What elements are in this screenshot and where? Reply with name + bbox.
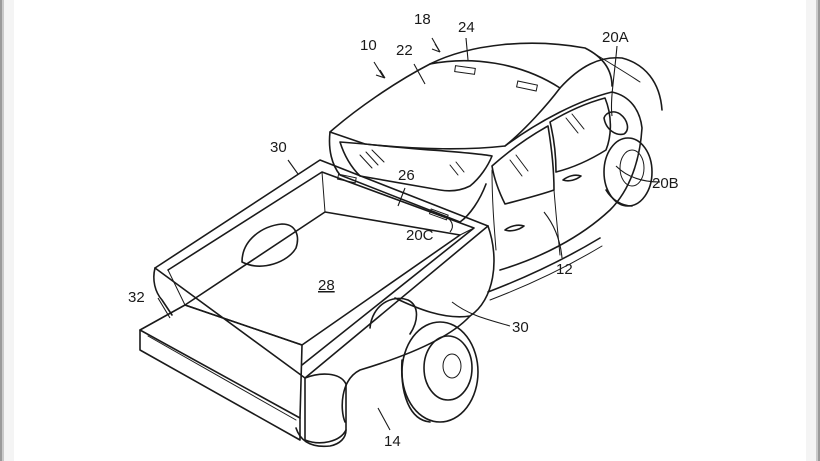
cargo-bed: [139, 159, 495, 448]
front-door-handle: [562, 174, 582, 182]
hood-crease: [584, 47, 641, 83]
label-bed-rail-left: 30: [270, 139, 287, 156]
door-seam-b-pillar: [553, 189, 561, 256]
leader-lines: [157, 37, 661, 431]
front-window-glare: [565, 113, 585, 134]
bumper: [295, 427, 347, 448]
label-roof-front: 24: [458, 19, 475, 36]
rear-quarter-panel: [341, 315, 471, 423]
label-cargo-bed: 28: [318, 277, 335, 294]
label-roof-assembly: 18: [414, 11, 431, 28]
bed-top-rail-inner: [167, 171, 475, 366]
bed-light-left: [336, 173, 357, 184]
roof-panel: [329, 59, 561, 150]
rear-wheel: [400, 321, 479, 423]
cab-rear-window: [339, 141, 493, 192]
front-wheel: [603, 137, 653, 207]
viewer-left-edge: [0, 0, 14, 461]
truck-cab: [328, 42, 663, 301]
label-rear-window-wall: 26: [398, 167, 415, 184]
tailgate-top: [139, 304, 303, 419]
running-board: [487, 237, 601, 293]
hood: [559, 56, 663, 111]
bed-side-left: [153, 267, 173, 316]
window-glare: [359, 149, 385, 169]
wheel-well-right: [369, 297, 418, 335]
tailgate-panel: [139, 329, 301, 441]
bed-inner-wall-right: [459, 227, 475, 236]
label-roof: 22: [396, 42, 413, 59]
bed-top-rail-outer: [154, 159, 489, 379]
tailgate-edge: [147, 335, 297, 421]
side-mirror: [603, 111, 629, 136]
bed-inner-wall-front: [321, 171, 326, 213]
cab-back-wall: [328, 131, 487, 223]
viewer-right-edge: [806, 0, 820, 461]
label-vehicle: 10: [360, 37, 377, 54]
rear-window-glare: [509, 154, 529, 177]
label-bed-rail-right: 30: [512, 319, 529, 336]
rear-door-handle: [504, 224, 525, 232]
roof-front-edge: [429, 42, 613, 87]
running-board-edge: [489, 245, 603, 301]
label-rear-corner: 14: [384, 433, 401, 450]
label-light-front: 20A: [602, 29, 629, 46]
front-door-window: [549, 97, 612, 173]
label-body: 12: [556, 261, 573, 278]
label-tailgate: 32: [128, 289, 145, 306]
label-light-side: 20B: [652, 175, 679, 192]
roof-light-left: [454, 65, 476, 75]
roof-light-right: [516, 80, 538, 92]
window-glare-2: [449, 161, 465, 176]
wheel-well-left: [241, 223, 299, 267]
label-light-rear: 20C: [406, 227, 434, 244]
bed-inner-wall-left: [167, 269, 186, 306]
rear-corner-post: [304, 373, 347, 444]
door-seam-rear: [491, 169, 497, 251]
cab-side: [499, 91, 643, 271]
reference-numerals: 10 18 24 22 20A 20B 30 26 20C 28 12 30 3…: [128, 11, 679, 450]
